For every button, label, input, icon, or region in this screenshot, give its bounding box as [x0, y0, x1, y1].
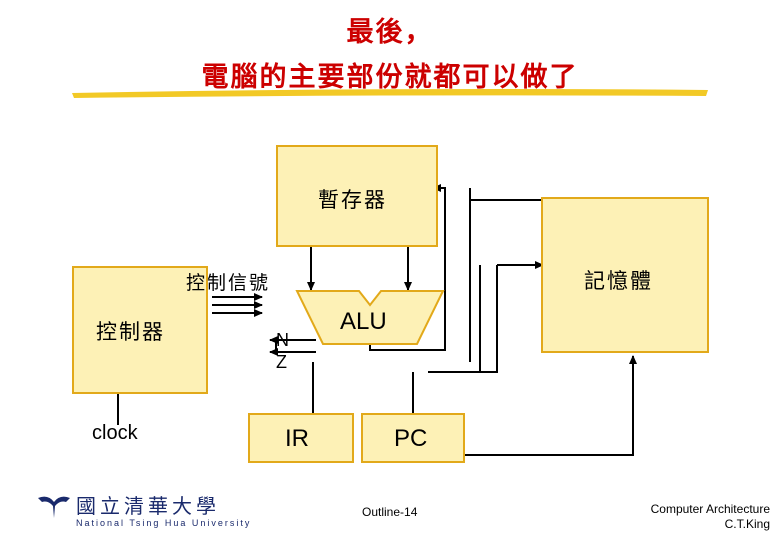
ir-box: [248, 413, 354, 463]
slide-title-line2: 電腦的主要部份就都可以做了: [201, 62, 579, 93]
controller-label: 控制器: [96, 320, 165, 344]
ir-label: IR: [285, 425, 309, 452]
flag-z-label: Z: [276, 352, 287, 372]
slide-title-line1: 最後，: [346, 17, 434, 48]
register-label: 暫存器: [318, 188, 387, 212]
author-name: C.T.King: [724, 517, 770, 531]
alu-label: ALU: [340, 308, 387, 335]
control-signal-label: 控制信號: [186, 272, 271, 294]
memory-box: [541, 197, 709, 353]
alu-shape: [295, 290, 445, 345]
controller-box: [72, 266, 208, 394]
university-name-en: National Tsing Hua University: [76, 518, 252, 528]
course-name: Computer Architecture: [650, 502, 770, 516]
title-underline-stroke: [72, 89, 708, 98]
university-name-cn: 國立清華大學: [76, 494, 220, 518]
flag-n-label: N: [276, 330, 289, 350]
slide-number: Outline-14: [362, 505, 418, 519]
clock-label: clock: [92, 422, 138, 444]
register-box: [276, 145, 438, 247]
pc-label: PC: [394, 425, 428, 452]
university-emblem-icon: [38, 496, 70, 518]
pc-box: [361, 413, 465, 463]
memory-label: 記憶體: [584, 269, 653, 293]
